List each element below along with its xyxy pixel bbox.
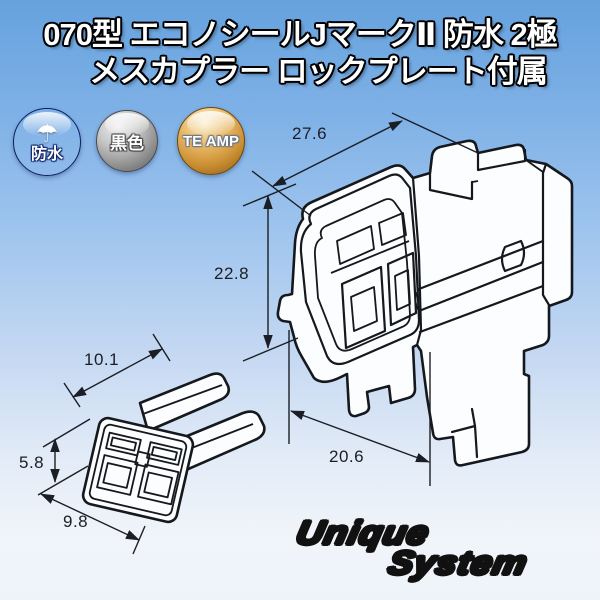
dimension-lines: [37, 112, 479, 555]
waterproof-badge-label: 防水: [30, 146, 63, 163]
product-title-line1: 070型 エコノシールJマークⅡ 防水 2極: [43, 17, 557, 52]
product-title-line2: メスカプラー ロックプレート付属: [89, 54, 548, 89]
product-title: 070型 エコノシールJマークⅡ 防水 2極 メスカプラー ロックプレート付属: [0, 16, 600, 90]
main-connector-drawing: [276, 139, 574, 467]
te-amp-badge-label: TE AMP: [182, 132, 240, 150]
dimension-label-height: 22.8: [214, 264, 250, 283]
brand-logo-system: System: [385, 544, 532, 581]
dimension-label-plate-height: 5.8: [19, 453, 45, 472]
dimension-label-bottom-width: 20.6: [329, 447, 365, 466]
lock-plate-drawing: [81, 372, 266, 524]
dimension-label-plate-depth: 9.8: [63, 512, 89, 531]
dimension-label-plate-width: 10.1: [84, 350, 120, 369]
color-black-badge-label: 黒色: [110, 133, 144, 153]
dimension-label-top-width: 27.6: [292, 124, 328, 143]
